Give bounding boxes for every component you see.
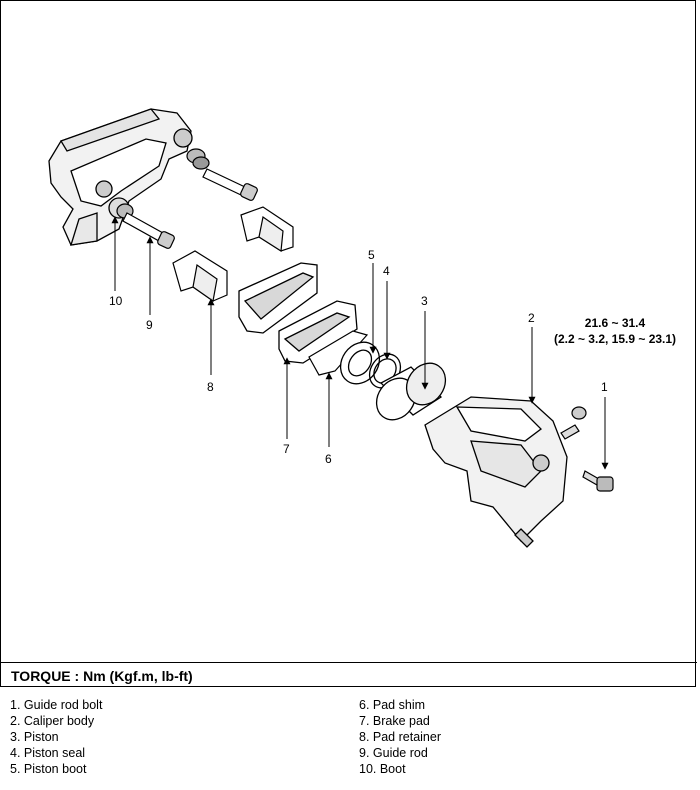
torque-spec-line-1: 21.6 ~ 31.4 [585, 316, 646, 330]
legend-item: 7. Brake pad [359, 714, 430, 728]
callout-2: 2 [528, 311, 535, 325]
legend-item: 1. Guide rod bolt [10, 698, 103, 712]
legend-item: 3. Piston [10, 730, 59, 744]
legend-item: 9. Guide rod [359, 746, 428, 760]
legend-item: 4. Piston seal [10, 746, 86, 760]
torque-spec-line-2: (2.2 ~ 3.2, 15.9 ~ 23.1) [554, 332, 676, 346]
callout-5: 5 [368, 248, 375, 262]
callout-4: 4 [383, 264, 390, 278]
upper-pad-retainer [240, 206, 294, 253]
torque-unit-header: TORQUE : Nm (Kgf.m, lb-ft) [11, 668, 193, 684]
caliper-bracket [48, 108, 193, 246]
legend-item: 6. Pad shim [359, 698, 426, 712]
legend-right: 6. Pad shim 7. Brake pad 8. Pad retainer… [359, 697, 441, 777]
legend-item: 5. Piston boot [10, 762, 87, 776]
guide-rod-bolt [582, 470, 614, 492]
legend-item: 2. Caliper body [10, 714, 95, 728]
lower-guide-rod [122, 212, 175, 249]
callout-9: 9 [146, 318, 153, 332]
legend-left: 1. Guide rod bolt 2. Caliper body 3. Pis… [10, 697, 102, 777]
legend-item: 8. Pad retainer [359, 730, 441, 744]
callout-10: 10 [109, 294, 123, 308]
bleeder-cap [571, 406, 587, 420]
callout-7: 7 [283, 442, 290, 456]
brake-pad-outer [238, 262, 318, 334]
callout-1: 1 [601, 380, 608, 394]
bleeder-screw [560, 424, 580, 440]
callout-8: 8 [207, 380, 214, 394]
leader-lines [111, 216, 609, 470]
callout-6: 6 [325, 452, 332, 466]
lower-pad-retainer [172, 250, 228, 303]
caliper-body [424, 396, 568, 548]
callout-3: 3 [421, 294, 428, 308]
legend-item: 10. Boot [359, 762, 406, 776]
diagram-frame: 10 9 8 7 6 5 4 3 2 1 21.6 ~ 31.4 (2.2 ~ … [0, 0, 697, 688]
upper-boot [186, 148, 210, 170]
upper-guide-rod [202, 168, 258, 201]
exploded-view-drawing: 10 9 8 7 6 5 4 3 2 1 21.6 ~ 31.4 (2.2 ~ … [48, 108, 676, 548]
torque-bar: TORQUE : Nm (Kgf.m, lb-ft) [1, 662, 697, 688]
